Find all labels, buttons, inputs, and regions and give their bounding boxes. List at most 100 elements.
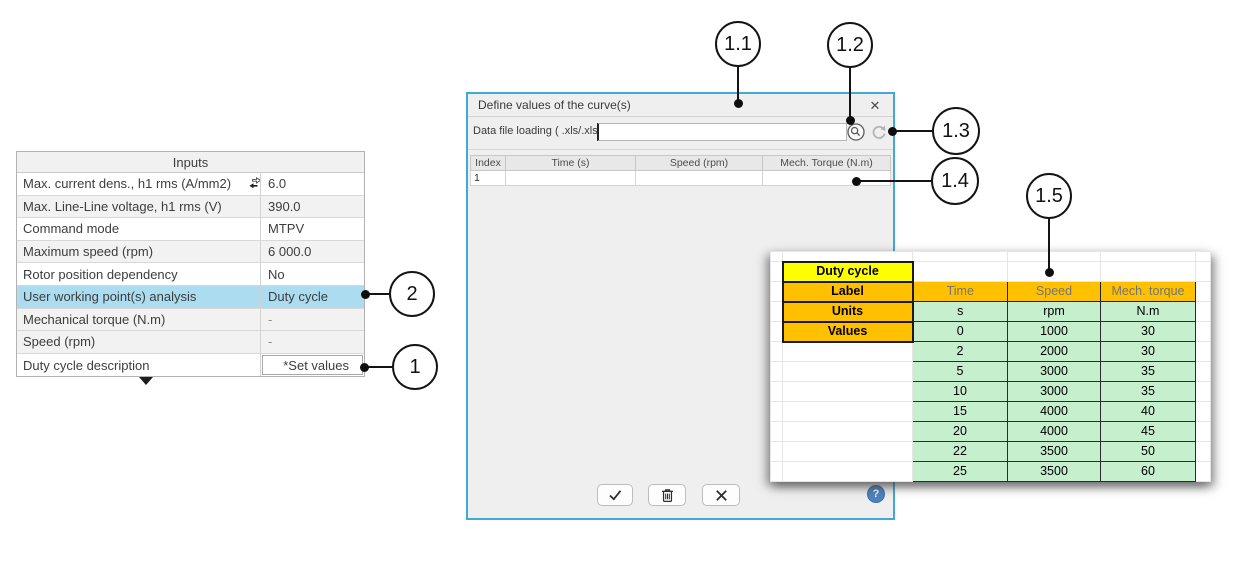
sheet-cell[interactable] — [782, 401, 913, 422]
inputs-row-value[interactable]: Duty cycle — [260, 285, 364, 308]
sheet-col-header[interactable]: Time — [912, 281, 1008, 302]
sheet-cell[interactable]: 3500 — [1007, 461, 1101, 482]
inputs-table-row[interactable]: Mechanical torque (N.m)- — [17, 308, 364, 332]
sheet-cell[interactable] — [1100, 251, 1196, 262]
sheet-cell[interactable]: 30 — [1100, 321, 1196, 342]
inputs-table-row[interactable]: Maximum speed (rpm)6 000.0 — [17, 240, 364, 264]
sheet-cell[interactable]: 1000 — [1007, 321, 1101, 342]
sheet-cell[interactable] — [770, 401, 783, 422]
sheet-cell[interactable] — [1195, 341, 1211, 362]
sheet-cell[interactable]: 30 — [1100, 341, 1196, 362]
sheet-cell[interactable]: 5 — [912, 361, 1008, 382]
sheet-cell[interactable] — [1195, 421, 1211, 442]
sheet-cell[interactable] — [1195, 301, 1211, 322]
cancel-button[interactable] — [702, 484, 740, 506]
inputs-row-value[interactable]: 390.0 — [260, 195, 364, 218]
sheet-cell[interactable] — [1195, 321, 1211, 342]
inputs-row-value[interactable]: *Set values — [260, 353, 364, 377]
inputs-row-value[interactable]: 6.0 — [260, 173, 364, 195]
sheet-cell[interactable] — [770, 361, 783, 382]
sheet-cell[interactable]: 35 — [1100, 381, 1196, 402]
sheet-cell[interactable]: 50 — [1100, 441, 1196, 462]
sheet-cell[interactable] — [782, 421, 913, 442]
sheet-cell[interactable] — [782, 341, 913, 362]
sheet-cell[interactable]: 40 — [1100, 401, 1196, 422]
sheet-cell[interactable]: 20 — [912, 421, 1008, 442]
inputs-row-value[interactable]: - — [260, 308, 364, 331]
sheet-cell[interactable]: 45 — [1100, 421, 1196, 442]
sheet-cell[interactable] — [782, 461, 913, 482]
sheet-cell[interactable] — [1007, 251, 1101, 262]
sheet-cell[interactable] — [1195, 361, 1211, 382]
help-icon[interactable]: ? — [867, 485, 885, 503]
sheet-cell[interactable] — [770, 301, 783, 322]
table-cell[interactable] — [505, 170, 636, 186]
sheet-cell[interactable] — [1195, 281, 1211, 302]
table-cell[interactable]: 1 — [470, 170, 506, 186]
dialog-titlebar[interactable]: Define values of the curve(s) — [468, 94, 893, 117]
sheet-cell[interactable] — [770, 251, 783, 262]
magnifier-icon[interactable] — [846, 122, 866, 142]
inputs-row-value[interactable]: No — [260, 263, 364, 285]
sheet-cell[interactable] — [770, 381, 783, 402]
sheet-cell[interactable] — [770, 281, 783, 302]
inputs-row-value[interactable]: MTPV — [260, 218, 364, 240]
set-values-cell[interactable]: *Set values — [262, 354, 363, 376]
sheet-cell[interactable] — [1100, 261, 1196, 282]
sheet-cell[interactable]: s — [912, 301, 1008, 322]
sheet-cell[interactable] — [1007, 261, 1101, 282]
sheet-cell[interactable]: 10 — [912, 381, 1008, 402]
sheet-cell[interactable] — [912, 261, 1008, 282]
sheet-cell[interactable] — [770, 261, 783, 282]
sheet-cell[interactable] — [770, 341, 783, 362]
inputs-row-value[interactable]: 6 000.0 — [260, 240, 364, 263]
sheet-cell[interactable]: N.m — [1100, 301, 1196, 322]
sheet-cell[interactable] — [782, 251, 913, 262]
sheet-cell[interactable] — [782, 441, 913, 462]
sheet-cell[interactable] — [770, 421, 783, 442]
inputs-table-row[interactable]: Duty cycle description*Set values — [17, 353, 364, 377]
data-file-input[interactable] — [597, 123, 847, 141]
sheet-cell[interactable]: 22 — [912, 441, 1008, 462]
inputs-table-row[interactable]: Max. current dens., h1 rms (A/mm2)6.0 — [17, 173, 364, 196]
sheet-cell[interactable]: 4000 — [1007, 421, 1101, 442]
sheet-col-header[interactable]: Speed — [1007, 281, 1101, 302]
sheet-cell[interactable] — [782, 361, 913, 382]
sheet-cell[interactable]: 3000 — [1007, 361, 1101, 382]
sheet-cell[interactable] — [1195, 381, 1211, 402]
sheet-cell[interactable]: 2 — [912, 341, 1008, 362]
sheet-cell[interactable]: 35 — [1100, 361, 1196, 382]
sheet-cell[interactable]: 0 — [912, 321, 1008, 342]
refresh-icon[interactable] — [869, 122, 889, 142]
sheet-cell[interactable] — [782, 381, 913, 402]
table-cell[interactable] — [635, 170, 763, 186]
sheet-cell[interactable] — [1195, 461, 1211, 482]
sheet-cell[interactable]: 3000 — [1007, 381, 1101, 402]
sheet-cell[interactable] — [1195, 441, 1211, 462]
sheet-cell[interactable] — [912, 251, 1008, 262]
delete-button[interactable] — [648, 484, 686, 506]
sheet-row-header[interactable]: Units — [781, 300, 914, 323]
sheet-row-header[interactable]: Values — [781, 320, 914, 343]
sheet-cell[interactable]: 2000 — [1007, 341, 1101, 362]
confirm-button[interactable] — [597, 484, 633, 506]
sheet-col-header[interactable]: Mech. torque — [1100, 281, 1196, 302]
sheet-cell[interactable] — [770, 461, 783, 482]
sheet-cell[interactable] — [1195, 251, 1211, 262]
table-cell[interactable] — [762, 170, 891, 186]
sheet-cell[interactable]: 25 — [912, 461, 1008, 482]
sheet-cell[interactable] — [1195, 261, 1211, 282]
inputs-table-row[interactable]: Speed (rpm)- — [17, 331, 364, 354]
sheet-cell[interactable] — [770, 441, 783, 462]
sheet-cell[interactable]: 15 — [912, 401, 1008, 422]
inputs-row-value[interactable]: - — [260, 331, 364, 353]
close-icon[interactable]: ✕ — [869, 98, 881, 113]
sheet-cell[interactable]: 4000 — [1007, 401, 1101, 422]
sheet-cell[interactable]: 60 — [1100, 461, 1196, 482]
sheet-cell[interactable]: 3500 — [1007, 441, 1101, 462]
sheet-title-cell[interactable]: Duty cycle — [781, 260, 914, 283]
